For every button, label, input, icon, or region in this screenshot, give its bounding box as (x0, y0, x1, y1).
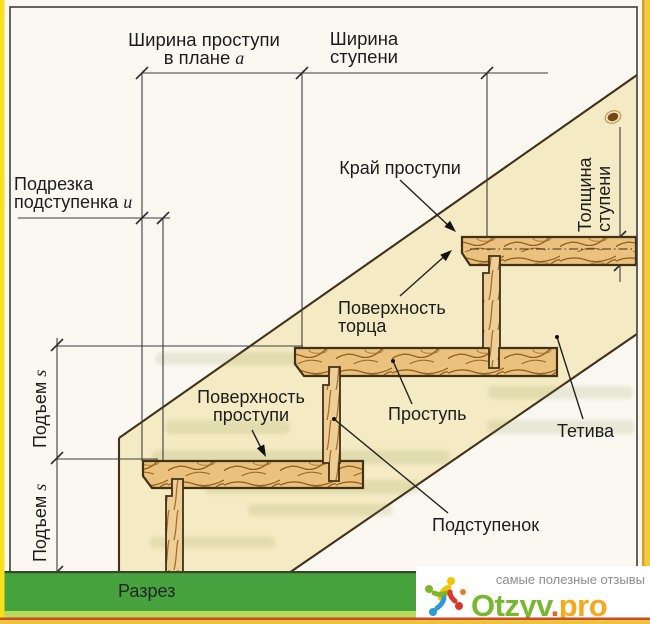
leader-dot-riser (332, 417, 336, 421)
watermark-logo-icon (425, 577, 466, 616)
riser-middle (322, 366, 341, 482)
svg-text:ступени: ступени (594, 166, 614, 232)
label-step-width-line2: ступени (330, 46, 398, 67)
label-edge-of-tread: Край проступи (339, 158, 461, 178)
label-step-width-line1: Ширина (330, 28, 399, 49)
riser-upper (482, 255, 501, 369)
staircase-steps (141, 235, 638, 575)
label-rise-upper: Подъемs (30, 370, 50, 448)
risers (165, 255, 501, 575)
watermark-brand: Otzyv.pro (471, 588, 607, 623)
label-tread-width-plan-line1: Ширина проступи (128, 29, 280, 50)
dimension-lines (18, 72, 621, 573)
right-yellow-border (644, 0, 650, 624)
label-undercut-line1: Подрезка (14, 174, 94, 194)
stringer-board (117, 74, 638, 574)
watermark-background (416, 566, 650, 618)
label-tread-surface-line1: Поверхность (197, 387, 305, 407)
watermark-tagline: самые полезные отзывы (496, 572, 645, 587)
arrowhead-tread-surface (256, 444, 266, 457)
tread-top (460, 235, 638, 267)
wood-knot (607, 112, 619, 122)
leader-dot-tread (391, 359, 395, 363)
watermark: самые полезные отзывы Otzyv.pro (416, 566, 650, 623)
arrowhead-edge-of-tread (444, 220, 456, 232)
label-stringer: Тетива (557, 421, 615, 441)
arrowhead-end-surface (440, 250, 452, 262)
left-yellow-border (0, 0, 5, 624)
leader-lines (251, 179, 584, 514)
label-end-surface-line2: торца (338, 316, 387, 336)
label-riser: Подступенок (432, 515, 539, 535)
label-tread: Проступь (388, 404, 467, 424)
label-end-surface-line1: Поверхность (338, 298, 446, 318)
label-section: Разрез (118, 581, 175, 601)
label-rise-lower: Подъемs (30, 484, 50, 562)
label-tread-surface-line2: проступи (213, 405, 289, 425)
bottom-border (0, 617, 650, 624)
svg-text:Толщина: Толщина (575, 156, 595, 232)
label-thickness: Толщина ступени (575, 156, 614, 232)
leader-dot-stringer (555, 335, 559, 339)
